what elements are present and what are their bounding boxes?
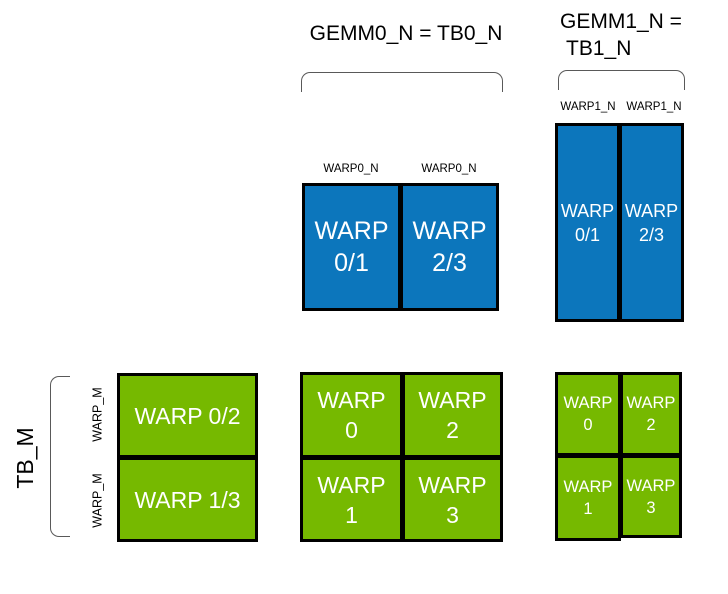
warp0-n-label-right: WARP0_N (421, 163, 477, 175)
warp-m-label-bottom: WARP_M (90, 473, 104, 528)
warp0-n-label-left: WARP0_N (323, 163, 379, 175)
gemm1-acc-tile-warp0: WARP 0 (555, 372, 621, 456)
gemm1-n-bracket (558, 70, 685, 90)
gemm1-n-header-line2: TB1_N (566, 37, 632, 60)
gemm1-acc-tile-warp1: WARP 1 (555, 455, 621, 541)
warp1-n-label-left: WARP1_N (560, 101, 616, 113)
gemm0-b-tile-warp23: WARP 2/3 (400, 183, 499, 311)
gemm0-n-bracket (301, 72, 503, 92)
gemm1-b-tile-warp01: WARP 0/1 (555, 123, 620, 322)
tb-m-tile-warp02: WARP 0/2 (117, 373, 258, 458)
gemm0-b-tile-warp01: WARP 0/1 (302, 183, 401, 311)
gemm1-acc-tile-warp3: WARP 3 (620, 455, 682, 538)
tb-m-tile-warp13: WARP 1/3 (117, 457, 258, 542)
gemm1-b-tile-warp23: WARP 2/3 (619, 123, 684, 322)
warp-m-label-top: WARP_M (90, 387, 104, 442)
tb-m-label: TB_M (11, 427, 38, 489)
gemm0-acc-tile-warp3: WARP 3 (402, 457, 503, 542)
gemm0-acc-tile-warp1: WARP 1 (300, 457, 403, 542)
warp1-n-label-right: WARP1_N (626, 101, 682, 113)
gemm1-acc-tile-warp2: WARP 2 (620, 372, 682, 456)
gemm0-n-header: GEMM0_N = TB0_N (309, 22, 503, 45)
gemm0-acc-tile-warp0: WARP 0 (300, 372, 403, 458)
tb-m-bracket (50, 376, 70, 537)
gemm1-n-header-line1: GEMM1_N = (560, 10, 682, 33)
gemm0-acc-tile-warp2: WARP 2 (402, 372, 503, 458)
